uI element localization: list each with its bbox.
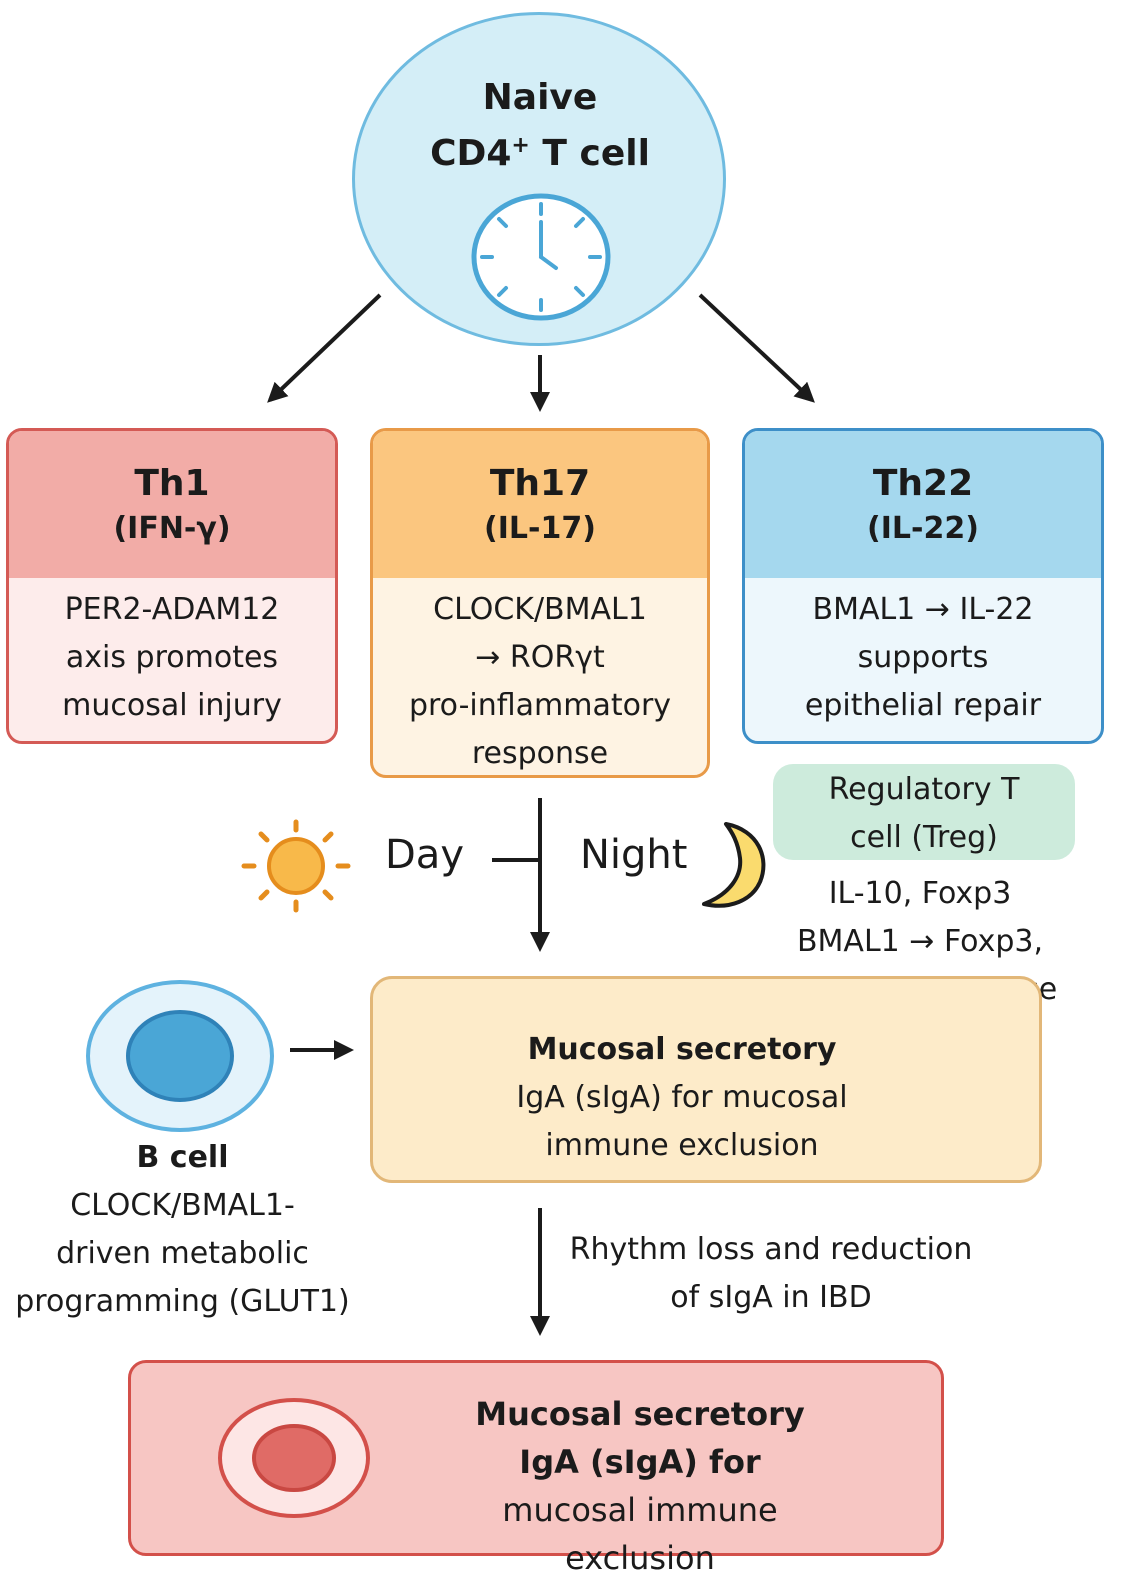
ibd-line: of sIgA in IBD	[670, 1280, 872, 1315]
arrow-to-th1	[267, 293, 382, 403]
bottom-line: mucosal immune exclusion	[502, 1491, 778, 1577]
th17-cytokine: (IL-17)	[484, 511, 596, 546]
moon-icon	[702, 822, 766, 908]
naive-cell-title: Naive CD4+ T cell	[380, 74, 700, 178]
treg-label: Regulatory T cell (Treg)	[773, 766, 1075, 862]
th1-header: Th1 (IFN-γ)	[9, 431, 335, 578]
siga-text: Mucosal secretory IgA (sIgA) for mucosal…	[420, 1026, 944, 1170]
th22-cytokine: (IL-22)	[867, 511, 979, 546]
naive-cd4: CD4	[430, 133, 512, 174]
b-cell-line: CLOCK/BMAL1-	[70, 1188, 295, 1223]
naive-cd4-sup: +	[511, 133, 530, 158]
th17-description: CLOCK/BMAL1 → RORγt pro-inflammatory res…	[373, 578, 707, 775]
b-cell-icon	[86, 980, 274, 1132]
th22-name: Th22	[872, 463, 974, 504]
th22-description: BMAL1 → IL-22 supports epithelial repair	[745, 578, 1101, 730]
siga-title: Mucosal secretory	[527, 1032, 837, 1067]
th17-box: Th17 (IL-17) CLOCK/BMAL1 → RORγt pro-inf…	[370, 428, 710, 778]
naive-title-line2: CD4+ T cell	[380, 122, 700, 178]
siga-line: immune exclusion	[545, 1128, 819, 1163]
th17-header: Th17 (IL-17)	[373, 431, 707, 578]
b-cell-label: B cell CLOCK/BMAL1- driven metabolic pro…	[10, 1134, 355, 1326]
treg-label-line: cell (Treg)	[850, 820, 998, 855]
bottom-line: IgA (sIgA) for	[519, 1443, 761, 1481]
b-cell-title: B cell	[136, 1140, 229, 1175]
day-label: Day	[385, 832, 464, 878]
naive-title-line1: Naive	[482, 77, 598, 118]
th1-line: axis promotes	[65, 640, 279, 675]
th17-line: pro-inflammatory	[408, 688, 672, 723]
th22-line: supports	[857, 640, 989, 675]
th1-box: Th1 (IFN-γ) PER2-ADAM12 axis promotes mu…	[6, 428, 338, 744]
siga-box	[370, 976, 1042, 1183]
plasma-cell-icon	[218, 1398, 370, 1518]
th22-box: Th22 (IL-22) BMAL1 → IL-22 supports epit…	[742, 428, 1104, 744]
treg-label-line: Regulatory T	[828, 772, 1020, 807]
th1-name: Th1	[134, 463, 210, 504]
treg-line: BMAL1 → Foxp3,	[796, 924, 1044, 959]
th17-line: CLOCK/BMAL1	[433, 592, 647, 627]
b-cell-line: driven metabolic	[56, 1236, 309, 1271]
siga-line: IgA (sIgA) for mucosal	[516, 1080, 848, 1115]
night-label: Night	[580, 832, 688, 878]
th22-line: BMAL1 → IL-22	[812, 592, 1034, 627]
th1-cytokine: (IFN-γ)	[113, 511, 231, 546]
th22-line: epithelial repair	[804, 688, 1042, 723]
th17-name: Th17	[489, 463, 591, 504]
naive-t-cell: T cell	[529, 133, 650, 174]
bottom-line: Mucosal secretory	[475, 1395, 805, 1433]
ibd-line: Rhythm loss and reduction	[569, 1232, 973, 1267]
bottom-text: Mucosal secretory IgA (sIgA) for mucosal…	[430, 1390, 850, 1582]
th22-header: Th22 (IL-22)	[745, 431, 1101, 578]
th1-description: PER2-ADAM12 axis promotes mucosal injury	[9, 578, 335, 730]
th1-line: PER2-ADAM12	[64, 592, 280, 627]
treg-box	[773, 764, 1075, 860]
treg-line: IL-10, Foxp3	[828, 876, 1012, 911]
th17-line: → RORγt	[475, 640, 605, 675]
ibd-rhythm-text: Rhythm loss and reduction of sIgA in IBD	[568, 1226, 974, 1322]
arrow-to-th22	[698, 293, 815, 403]
b-cell-line: programming (GLUT1)	[15, 1284, 350, 1319]
clock-icon	[471, 193, 611, 321]
sun-icon	[241, 819, 351, 913]
th1-line: mucosal injury	[62, 688, 282, 723]
th17-line: response	[471, 736, 609, 771]
